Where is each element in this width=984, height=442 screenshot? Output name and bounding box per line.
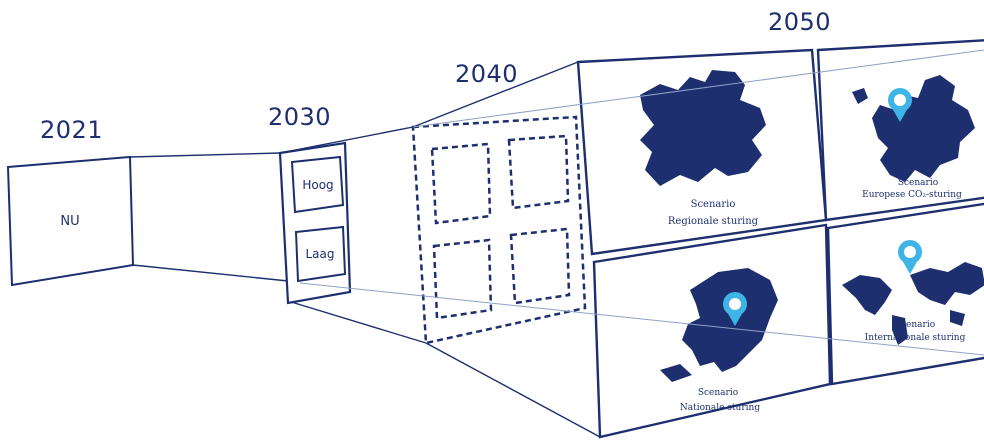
high-label: Hoog bbox=[302, 178, 333, 192]
location-pin-icon bbox=[723, 292, 747, 326]
year-2050-label: 2050 bbox=[768, 8, 832, 36]
scenario-european-card: Scenario Europese CO₂-sturing bbox=[816, 39, 984, 222]
netherlands-map-icon bbox=[682, 268, 778, 372]
location-pin-icon bbox=[888, 88, 912, 122]
panel-2040-slot-3 bbox=[432, 238, 493, 320]
low-label: Laag bbox=[305, 247, 334, 261]
region-map-icon bbox=[640, 70, 766, 186]
perspective-lines bbox=[299, 49, 984, 356]
panel-2040-slot-4 bbox=[509, 227, 571, 305]
scenario-international-card: Scenario Internationale sturing bbox=[826, 202, 984, 386]
high-box bbox=[290, 155, 345, 214]
european-line2: Europese CO₂-sturing bbox=[862, 190, 962, 200]
now-panel: NU bbox=[6, 155, 135, 287]
international-line2: Internationale sturing bbox=[865, 333, 966, 343]
international-line1: Scenario bbox=[895, 320, 935, 330]
national-line2: Nationale sturing bbox=[680, 403, 760, 413]
panel-2050: Scenario Regionale sturing Scenario Euro… bbox=[576, 39, 984, 439]
panel-2040-slot-2 bbox=[507, 134, 570, 210]
scenario-regional-card: Scenario Regionale sturing bbox=[576, 48, 828, 256]
panel-2030: Hoog Laag bbox=[278, 141, 352, 305]
now-label: NU bbox=[60, 214, 79, 229]
year-2030-label: 2030 bbox=[268, 103, 332, 131]
european-line1: Scenario bbox=[898, 178, 938, 188]
scenario-national-card: Scenario Nationale sturing bbox=[592, 223, 832, 439]
year-2021-label: 2021 bbox=[40, 116, 104, 144]
location-pin-icon bbox=[898, 240, 922, 274]
national-line1: Scenario bbox=[698, 388, 738, 398]
panel-2040 bbox=[411, 115, 587, 345]
regional-line1: Scenario bbox=[691, 199, 736, 210]
world-map-icon bbox=[842, 262, 984, 345]
year-2040-label: 2040 bbox=[455, 60, 519, 88]
panel-2040-slot-1 bbox=[430, 142, 492, 225]
regional-line2: Regionale sturing bbox=[668, 216, 759, 227]
low-box bbox=[294, 225, 347, 283]
europe-map-icon bbox=[852, 75, 975, 182]
